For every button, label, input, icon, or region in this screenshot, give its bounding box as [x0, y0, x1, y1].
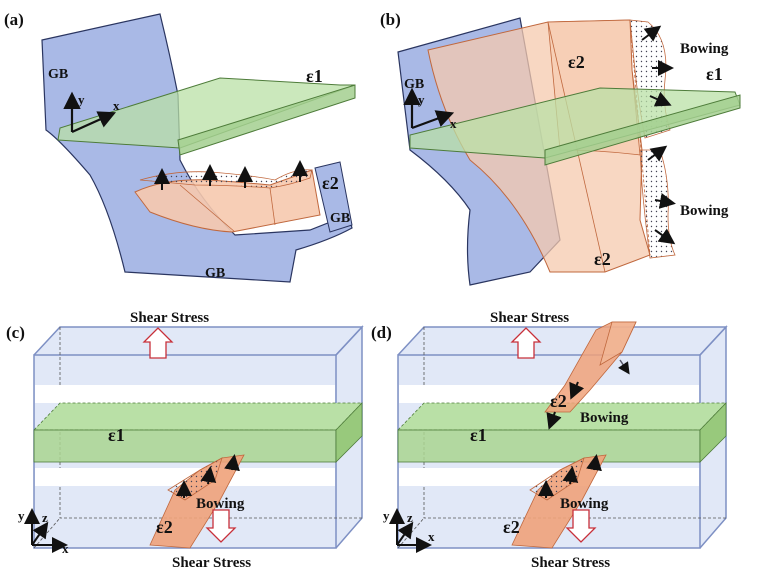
eps2-bottom-label: ε2	[503, 517, 520, 537]
axis-x-label: x	[62, 541, 69, 556]
twin-eps1	[33, 402, 363, 463]
eps2-top-label: ε2	[568, 52, 585, 72]
panel-d: (d)	[371, 310, 728, 571]
shear-arrow-down	[565, 509, 597, 543]
eps1-label: ε1	[108, 425, 125, 445]
panel-a: (a) y x GB	[4, 10, 356, 283]
bowing-bottom-label: Bowing	[560, 496, 609, 512]
shear-top-label: Shear Stress	[490, 310, 569, 326]
shear-top-label: Shear Stress	[130, 310, 209, 326]
twin-eps1	[57, 77, 356, 156]
bowing-label: Bowing	[196, 496, 245, 512]
panel-a-label: (a)	[4, 10, 24, 29]
eps1-label: ε1	[306, 66, 323, 86]
panel-b-label: (b)	[380, 10, 401, 29]
grain-boundary-plane	[41, 13, 353, 283]
eps2-label: ε2	[322, 173, 339, 193]
axes-c: y z x	[18, 508, 69, 556]
eps1-label: ε1	[470, 425, 487, 445]
axes-b: y x	[403, 87, 457, 131]
panel-b: (b) y	[380, 10, 741, 286]
shear-arrow-down	[205, 509, 237, 543]
axis-z-label: z	[42, 510, 48, 525]
grain-boundary-plane-right	[314, 161, 353, 233]
axes-a: y x	[63, 91, 120, 134]
panel-c: (c)	[6, 310, 364, 571]
axes-d: y z x	[383, 508, 435, 553]
gb-label-2: GB	[330, 211, 350, 226]
panel-c-label: (c)	[6, 323, 25, 342]
bowing-top-label: Bowing	[580, 410, 629, 426]
eps2-top-label: ε2	[550, 391, 567, 411]
axis-y-label: y	[18, 508, 25, 523]
bowing-arrows-d	[538, 359, 630, 498]
axis-y-label: y	[418, 92, 425, 107]
bowing-arrows-b	[641, 25, 676, 245]
shear-arrow-up	[510, 327, 542, 359]
eps1-label: ε1	[706, 64, 723, 84]
axis-x-label: x	[428, 529, 435, 544]
axis-x-label: x	[450, 116, 457, 131]
bowing-bottom-label: Bowing	[680, 203, 729, 219]
axis-y-label: y	[383, 508, 390, 523]
bowing-top-label: Bowing	[680, 41, 729, 57]
axis-y-label: y	[78, 92, 85, 107]
gb-label-1: GB	[48, 67, 68, 82]
twin-eps2-top	[544, 321, 637, 413]
gb-label: GB	[404, 77, 424, 92]
axis-z-label: z	[407, 510, 413, 525]
gb-label-3: GB	[205, 266, 225, 281]
eps2-label: ε2	[156, 517, 173, 537]
bowing-arrows-c	[176, 454, 240, 498]
shear-bottom-label: Shear Stress	[172, 555, 251, 571]
panel-d-label: (d)	[371, 323, 392, 342]
shear-arrow-up	[142, 327, 174, 359]
axis-x-label: x	[113, 98, 120, 113]
bowing-arrows-a	[154, 160, 308, 190]
shear-bottom-label: Shear Stress	[531, 555, 610, 571]
twin-eps1	[397, 402, 727, 463]
eps2-bottom-label: ε2	[594, 249, 611, 269]
